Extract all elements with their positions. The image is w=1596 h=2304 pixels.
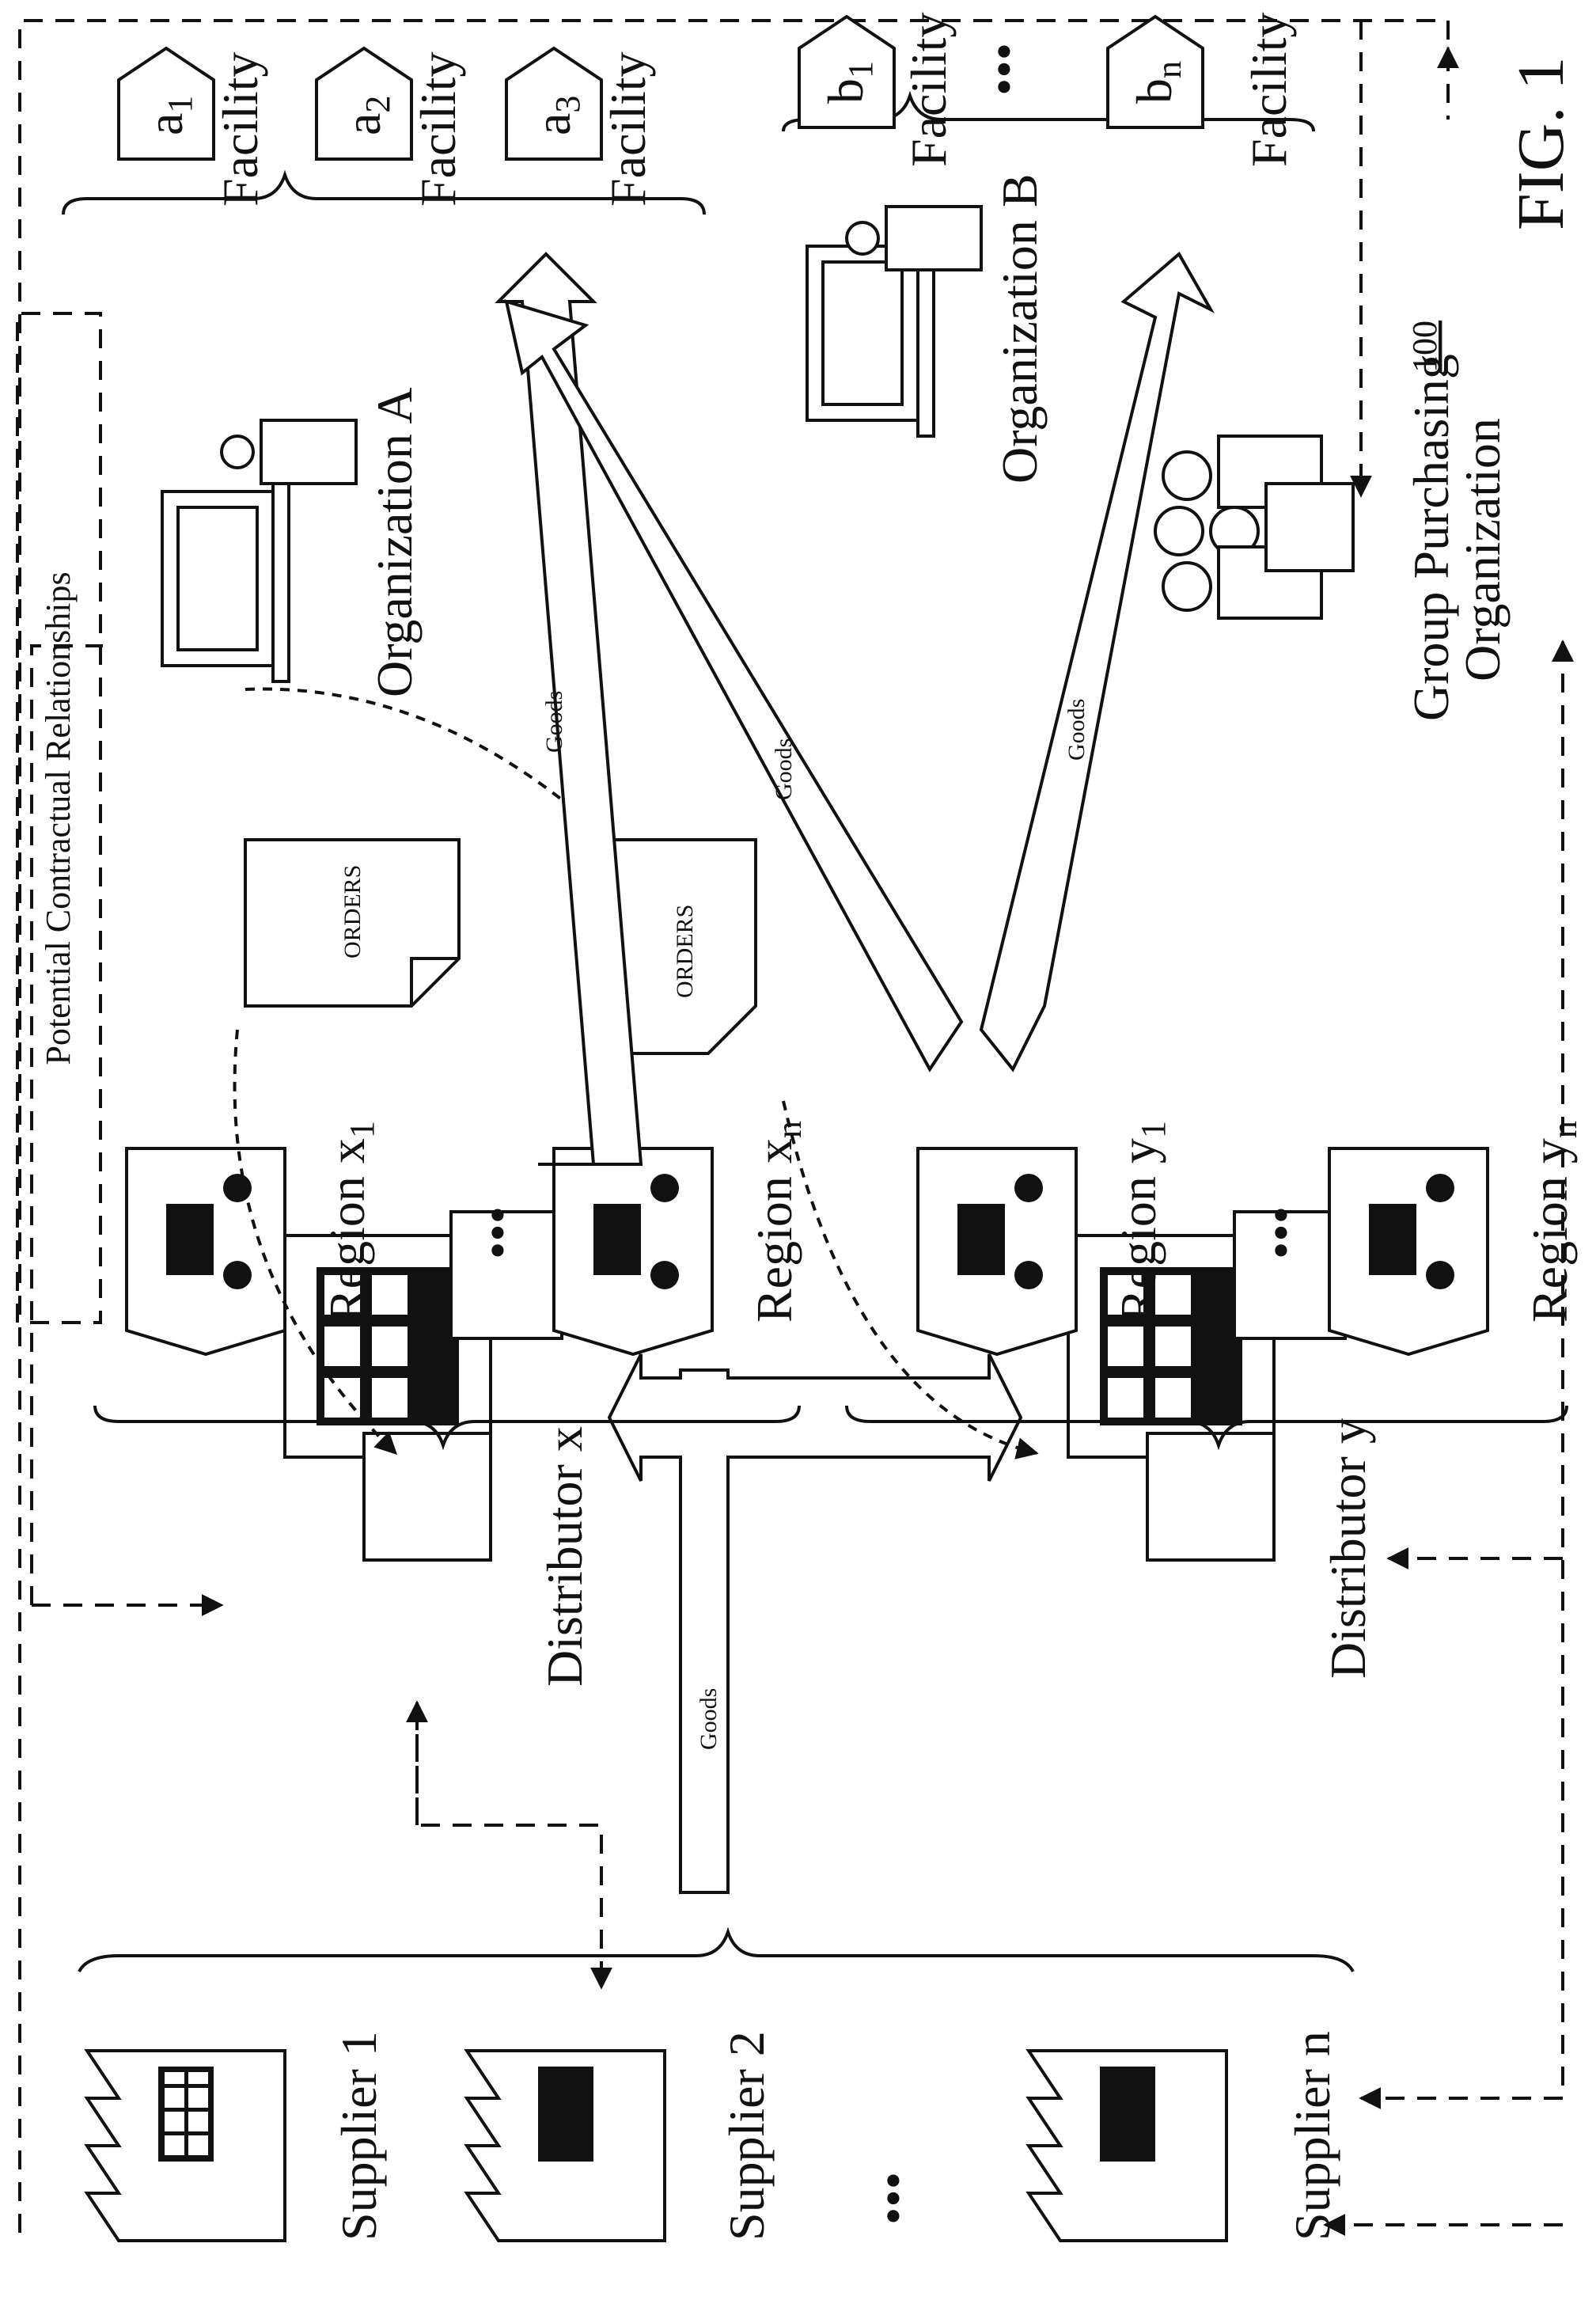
relationships-label: Potential Contractual Relationships: [39, 571, 78, 1065]
supplier-2-label: Supplier 2: [718, 2031, 775, 2241]
facility-bn-label: Facility: [1241, 12, 1297, 167]
gpo-label-line2: Organization: [1454, 418, 1511, 681]
facility-a3-label: Facility: [600, 51, 656, 207]
goods-label-diagonal: Goods: [771, 738, 797, 800]
facility-b-ellipsis: •••: [976, 43, 1032, 96]
orders-label-1: ORDERS: [339, 865, 366, 958]
contractual-relationship-frame: [20, 21, 1448, 2233]
goods-supply-arrow: [609, 1354, 1021, 1892]
region-y1: [918, 1148, 1076, 1354]
goods-label-b: Goods: [1063, 699, 1090, 761]
region-x1: [127, 1148, 285, 1354]
organization-a-person-icon: [222, 420, 356, 484]
organization-b-label: Organization B: [991, 173, 1048, 484]
organization-a-computer: [162, 476, 289, 681]
facility-a1-label: Facility: [212, 51, 268, 207]
gpo-to-supplier-n: [1361, 642, 1563, 2098]
figure-title: FIG. 1: [1504, 57, 1578, 230]
region-y-ellipsis: •••: [1253, 1206, 1309, 1259]
supplier-n-label: Supplier n: [1284, 2031, 1340, 2241]
goods-supply-label: Goods: [696, 1688, 722, 1750]
facility-b1-label: Facility: [900, 12, 957, 167]
suppliers-brace: [79, 1932, 1353, 1972]
gpo-people-icon: [1155, 436, 1353, 618]
region-xn-label: Region xn: [746, 1121, 809, 1323]
supplier-1-label: Supplier 1: [331, 2031, 387, 2241]
region-y1-label: Region y1: [1110, 1121, 1173, 1323]
region-x1-label: Region x1: [319, 1121, 381, 1323]
distributor-y-label: Distributor y: [1320, 1418, 1376, 1679]
goods-label-vertical: Goods: [541, 691, 567, 753]
supplier-n: [1029, 2051, 1226, 2241]
supplier-to-distributor-x-link: [417, 1702, 601, 1987]
supplier-2: [467, 2051, 665, 2241]
orders-label-2: ORDERS: [672, 905, 698, 998]
facility-a2-label: Facility: [410, 51, 466, 207]
region-xn: [554, 1148, 712, 1354]
region-yn: [1329, 1148, 1488, 1354]
rotated-figure: Potential Contractual Relationships Supp…: [17, 12, 1584, 2241]
distributor-x-label: Distributor x: [536, 1426, 593, 1687]
region-x-ellipsis: •••: [469, 1206, 525, 1259]
figure-reference: 100: [1405, 321, 1444, 373]
supplier-ellipsis: •••: [865, 2172, 921, 2225]
supplier-1: [87, 2051, 285, 2241]
gpo-label-line1: Group Purchasing: [1403, 354, 1459, 721]
region-yn-label: Region yn: [1522, 1121, 1584, 1323]
organization-a-label: Organization A: [366, 387, 423, 697]
